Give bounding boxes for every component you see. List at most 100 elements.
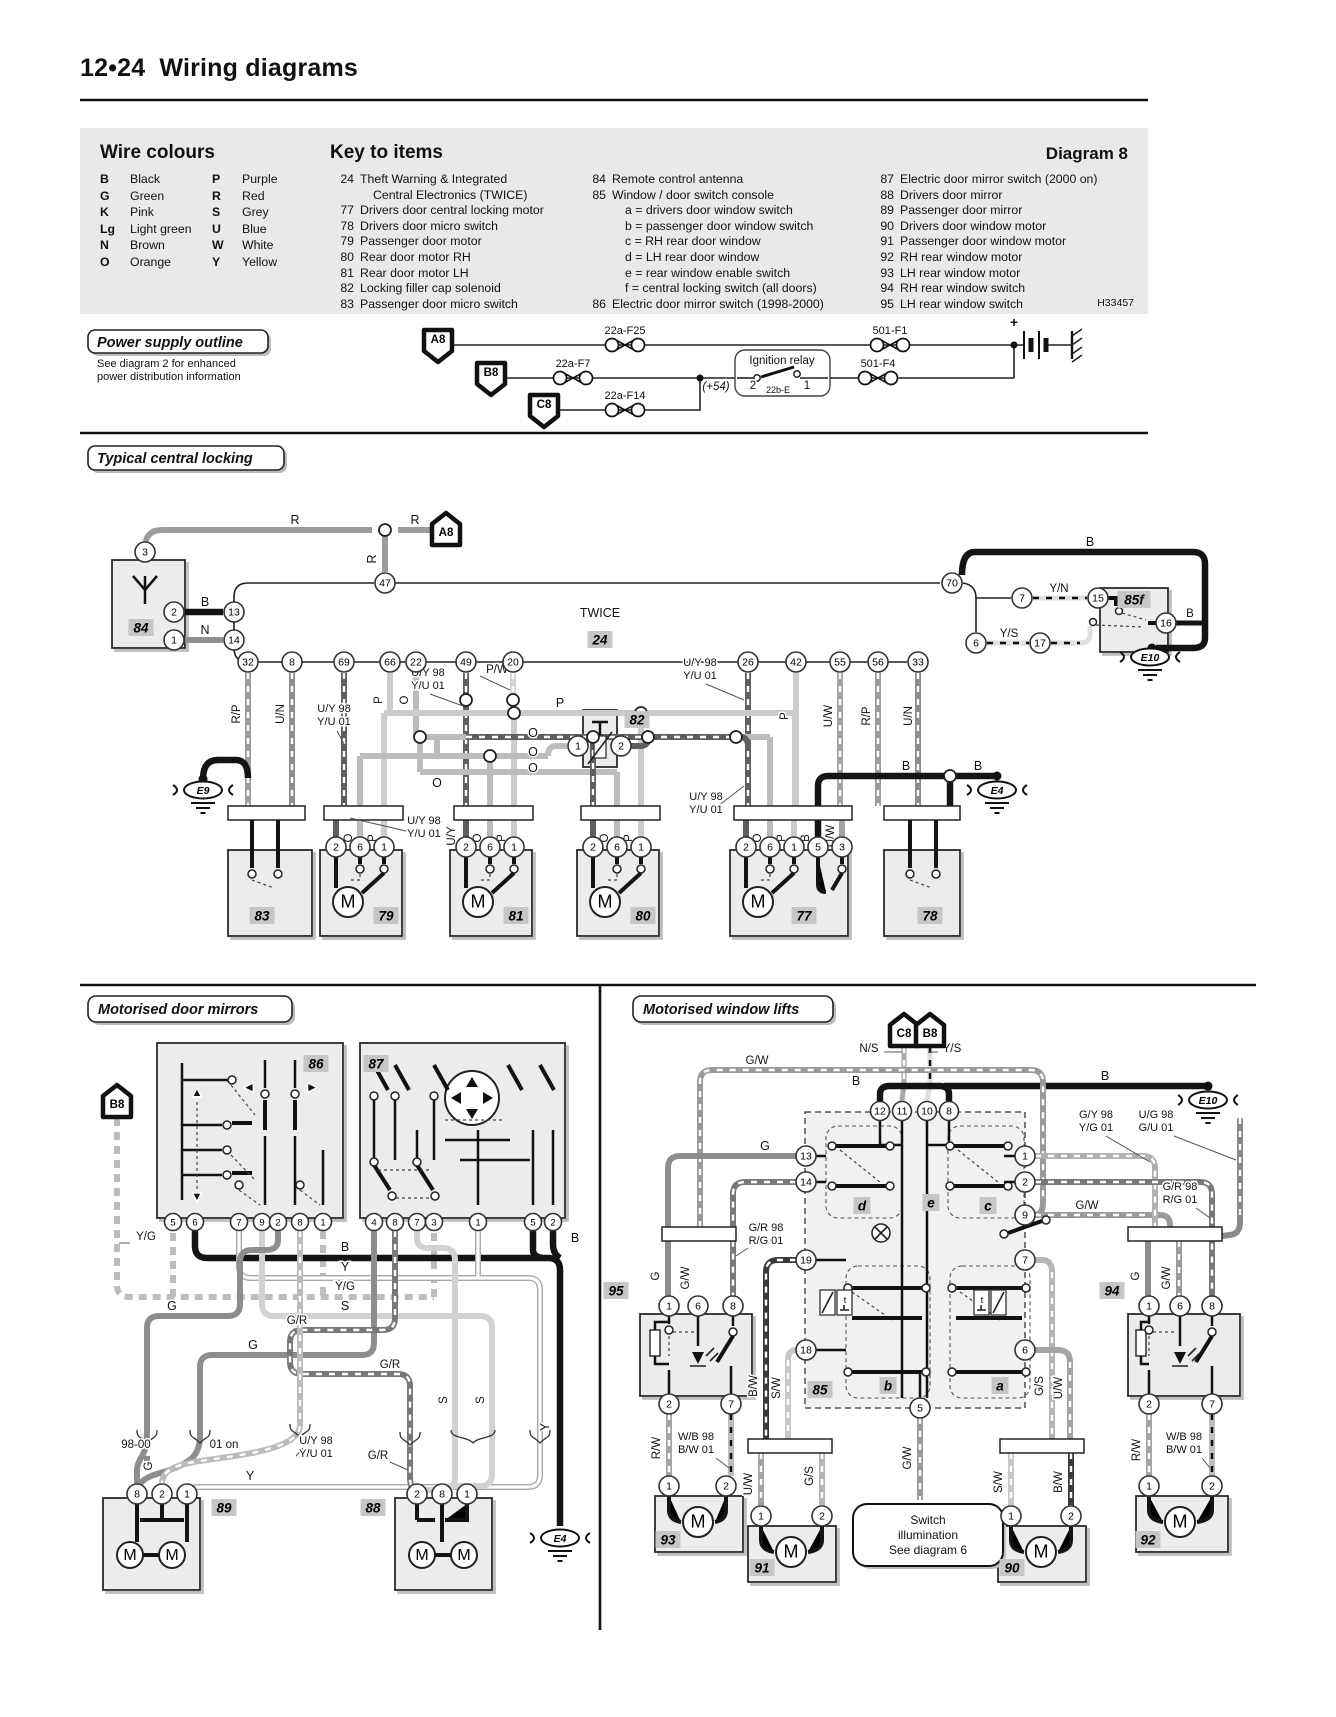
wire-label: G (650, 1271, 662, 1280)
pin-number: 4 (371, 1218, 376, 1229)
pin-circle (406, 1483, 428, 1505)
wire-label: G/S (804, 1466, 816, 1486)
pin-number: 6 (192, 1218, 197, 1229)
pin-circle (151, 1483, 173, 1505)
component-chip (917, 907, 943, 924)
motor-symbol (116, 1541, 144, 1569)
wire-label: R/G 01 (749, 1235, 784, 1247)
pin-number: 5 (530, 1218, 535, 1229)
pin-circle (313, 1212, 333, 1232)
pin-circle (126, 1483, 148, 1505)
pin-circle (869, 1100, 891, 1122)
wire-label: B (201, 595, 209, 609)
component-chip (749, 1559, 775, 1576)
pin-number: 2 (1146, 1399, 1152, 1411)
wire-label: ► (306, 1080, 318, 1094)
pin-number: 2 (171, 607, 177, 619)
fuse-label: 22a-F25 (605, 325, 646, 337)
wire-label: B (1101, 1069, 1109, 1083)
pin-circle (687, 1295, 709, 1317)
wire-label: N (200, 623, 209, 637)
wire-label: U/W (823, 705, 835, 728)
pin-circle (867, 651, 889, 673)
component-number: 90 (1004, 1561, 1020, 1576)
key-to-items-title: Key to items (330, 142, 443, 163)
pin-number: 8 (1209, 1301, 1215, 1313)
wire-label: R (410, 513, 419, 527)
wire-label: U/Y (446, 826, 458, 846)
pin-circle (1060, 1505, 1082, 1527)
wire-label: U/Y 98 (689, 791, 722, 803)
pin-circle (374, 572, 396, 594)
pin-number: 2 (550, 1218, 555, 1229)
pin-circle (268, 1212, 288, 1232)
wire-label: G/R (287, 1315, 307, 1327)
pin-circle (424, 1212, 444, 1232)
wire-label: S (475, 1396, 487, 1404)
wire-label: B/W (748, 1375, 760, 1397)
wire-label: Y/U 01 (689, 804, 723, 816)
wire-label: U/Y 98 (407, 815, 440, 827)
fuse-symbol (604, 402, 646, 418)
pin-number: 2 (1209, 1481, 1215, 1493)
wire-label: Y/N (1049, 583, 1068, 595)
pin-circle (829, 651, 851, 673)
connector-symbol (887, 1011, 921, 1049)
central-title: Typical central locking (97, 451, 253, 467)
pin-circle (735, 836, 757, 858)
component-number: 85f (1124, 593, 1145, 608)
wire-label: G/U 01 (1139, 1122, 1174, 1134)
pin-number: 2 (333, 842, 339, 854)
pin-circle (750, 1505, 772, 1527)
connector-symbol (429, 510, 463, 548)
wire-label: G/W (902, 1446, 914, 1469)
variant-brace (399, 1431, 421, 1446)
wire-label: G (1130, 1271, 1142, 1280)
wire-label: 1 (804, 380, 810, 392)
pin-circle (163, 629, 185, 651)
wire-label: U/N (275, 704, 287, 724)
wire-label: R/G 01 (1163, 1194, 1198, 1206)
component-chip (603, 1282, 629, 1299)
component-number: 86 (308, 1057, 324, 1072)
svg-text:t: t (981, 1295, 984, 1305)
pin-circle (658, 1393, 680, 1415)
pin-circle (185, 1212, 205, 1232)
component-chip (630, 907, 656, 924)
pin-circle (759, 836, 781, 858)
wire-colours-title: Wire colours (100, 142, 215, 163)
wire-label: U/W (743, 1473, 755, 1496)
pin-number: 2 (463, 842, 469, 854)
pin-number: 6 (973, 638, 979, 650)
pin-number: 19 (800, 1255, 812, 1267)
pin-number: 6 (614, 842, 620, 854)
wire-label: W/B 98 (678, 1431, 714, 1443)
motor-symbol (1025, 1536, 1057, 1568)
motor-symbol (742, 886, 774, 918)
legend-row: d = LH rear door window (625, 249, 760, 264)
ground-symbol: E4 (966, 780, 1028, 814)
pin-circle (938, 1100, 960, 1122)
wire-label: G/R 98 (1163, 1181, 1198, 1193)
pin-circle (163, 1212, 183, 1232)
pin-number: 2 (618, 741, 624, 753)
wire-label: B (571, 1231, 579, 1245)
pin-number: 1 (1146, 1481, 1152, 1493)
wire-label: B/W 01 (678, 1444, 714, 1456)
motor-symbol (589, 886, 621, 918)
component-chip (1135, 1531, 1161, 1548)
wire-label: P (556, 696, 564, 710)
pin-circle (658, 1475, 680, 1497)
wire-label: (+54) (702, 381, 729, 393)
wire-label: G/S (1034, 1376, 1046, 1396)
